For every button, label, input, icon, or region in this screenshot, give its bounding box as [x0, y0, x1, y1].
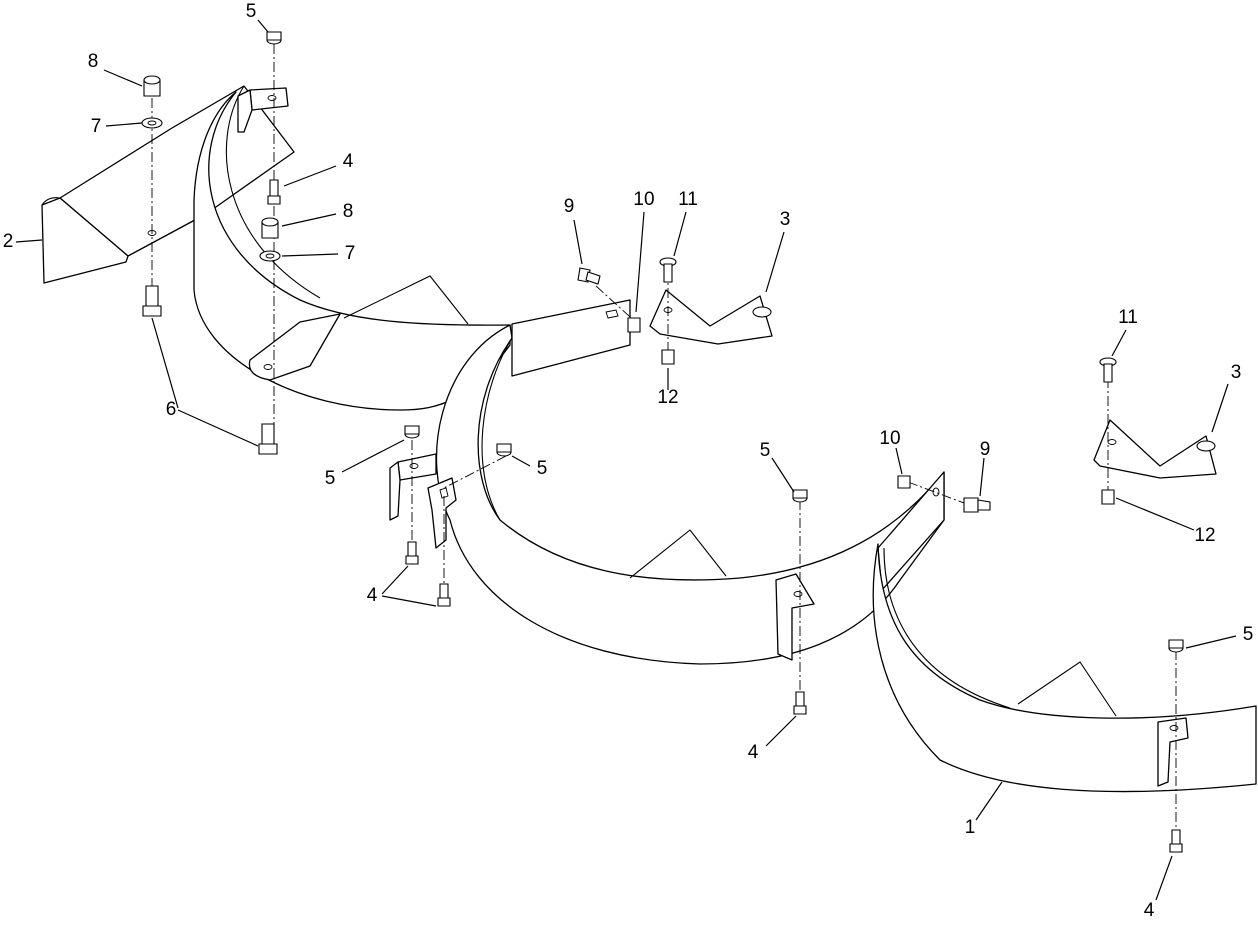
middle-curved-guard: [389, 299, 945, 665]
callout-5: 5: [760, 440, 771, 461]
flange-nut-icon: [1168, 639, 1184, 653]
callout-5: 5: [537, 458, 548, 479]
part-2-front-deflector: [41, 85, 295, 284]
lock-nut-icon: [143, 75, 161, 97]
callout-11: 11: [1118, 307, 1138, 328]
upper-curved-guard: [193, 85, 511, 411]
callout-8: 8: [88, 51, 99, 72]
callout-3: 3: [780, 209, 791, 230]
carriage-bolt-icon: [659, 257, 677, 283]
callout-5: 5: [325, 468, 336, 489]
hardware: [141, 31, 1184, 853]
side-bolt-icon: [963, 497, 991, 513]
callout-1: 1: [965, 817, 976, 838]
hex-bolt-icon: [142, 285, 162, 317]
callout-2: 2: [3, 231, 14, 252]
flange-nut-icon: [404, 425, 420, 439]
callout-3: 3: [1231, 362, 1242, 383]
lower-nut-icon: [661, 349, 675, 365]
part-3-plate-lower: [1093, 419, 1217, 479]
callouts: 5 8 7 4 2 8 7 9 10 11 3 12 11 3 6 5 5 5 …: [3, 1, 1254, 921]
side-nut-icon: [897, 475, 911, 489]
part-1-lower-guard: [872, 543, 1257, 793]
callout-9: 9: [980, 439, 991, 460]
leader-lines: [15, 19, 1237, 901]
callout-7: 7: [345, 243, 356, 264]
callout-4: 4: [1144, 900, 1155, 921]
callout-4: 4: [748, 742, 759, 763]
callout-10: 10: [879, 428, 900, 449]
part-3-plate-upper: [649, 289, 773, 345]
callout-5: 5: [1243, 624, 1254, 645]
assembly-axes: [151, 44, 1177, 830]
hex-bolt-icon: [258, 423, 278, 455]
lower-nut-icon: [1101, 489, 1115, 505]
washer-icon: [259, 250, 281, 262]
callout-7: 7: [91, 116, 102, 137]
callout-12: 12: [1194, 525, 1215, 546]
callout-9: 9: [564, 196, 575, 217]
washer-icon: [141, 117, 163, 129]
bolt-icon: [793, 691, 807, 715]
callout-4: 4: [343, 151, 354, 172]
flange-nut-icon: [496, 443, 512, 457]
callout-4: 4: [367, 585, 378, 606]
callout-11: 11: [678, 189, 698, 210]
side-nut-icon: [627, 317, 641, 333]
flange-nut-icon: [266, 31, 282, 45]
carriage-bolt-icon: [1099, 357, 1117, 383]
flange-nut-icon: [792, 489, 808, 503]
side-bolt-icon: [577, 267, 601, 285]
callout-12: 12: [657, 387, 678, 408]
bolt-icon: [405, 541, 419, 565]
lock-nut-icon: [261, 217, 279, 239]
bolt-icon: [1169, 829, 1183, 853]
bolt-icon: [267, 179, 281, 205]
callout-6: 6: [166, 399, 177, 420]
callout-8: 8: [343, 201, 354, 222]
callout-5: 5: [246, 1, 257, 22]
callout-10: 10: [633, 189, 654, 210]
bolt-icon: [437, 583, 451, 607]
